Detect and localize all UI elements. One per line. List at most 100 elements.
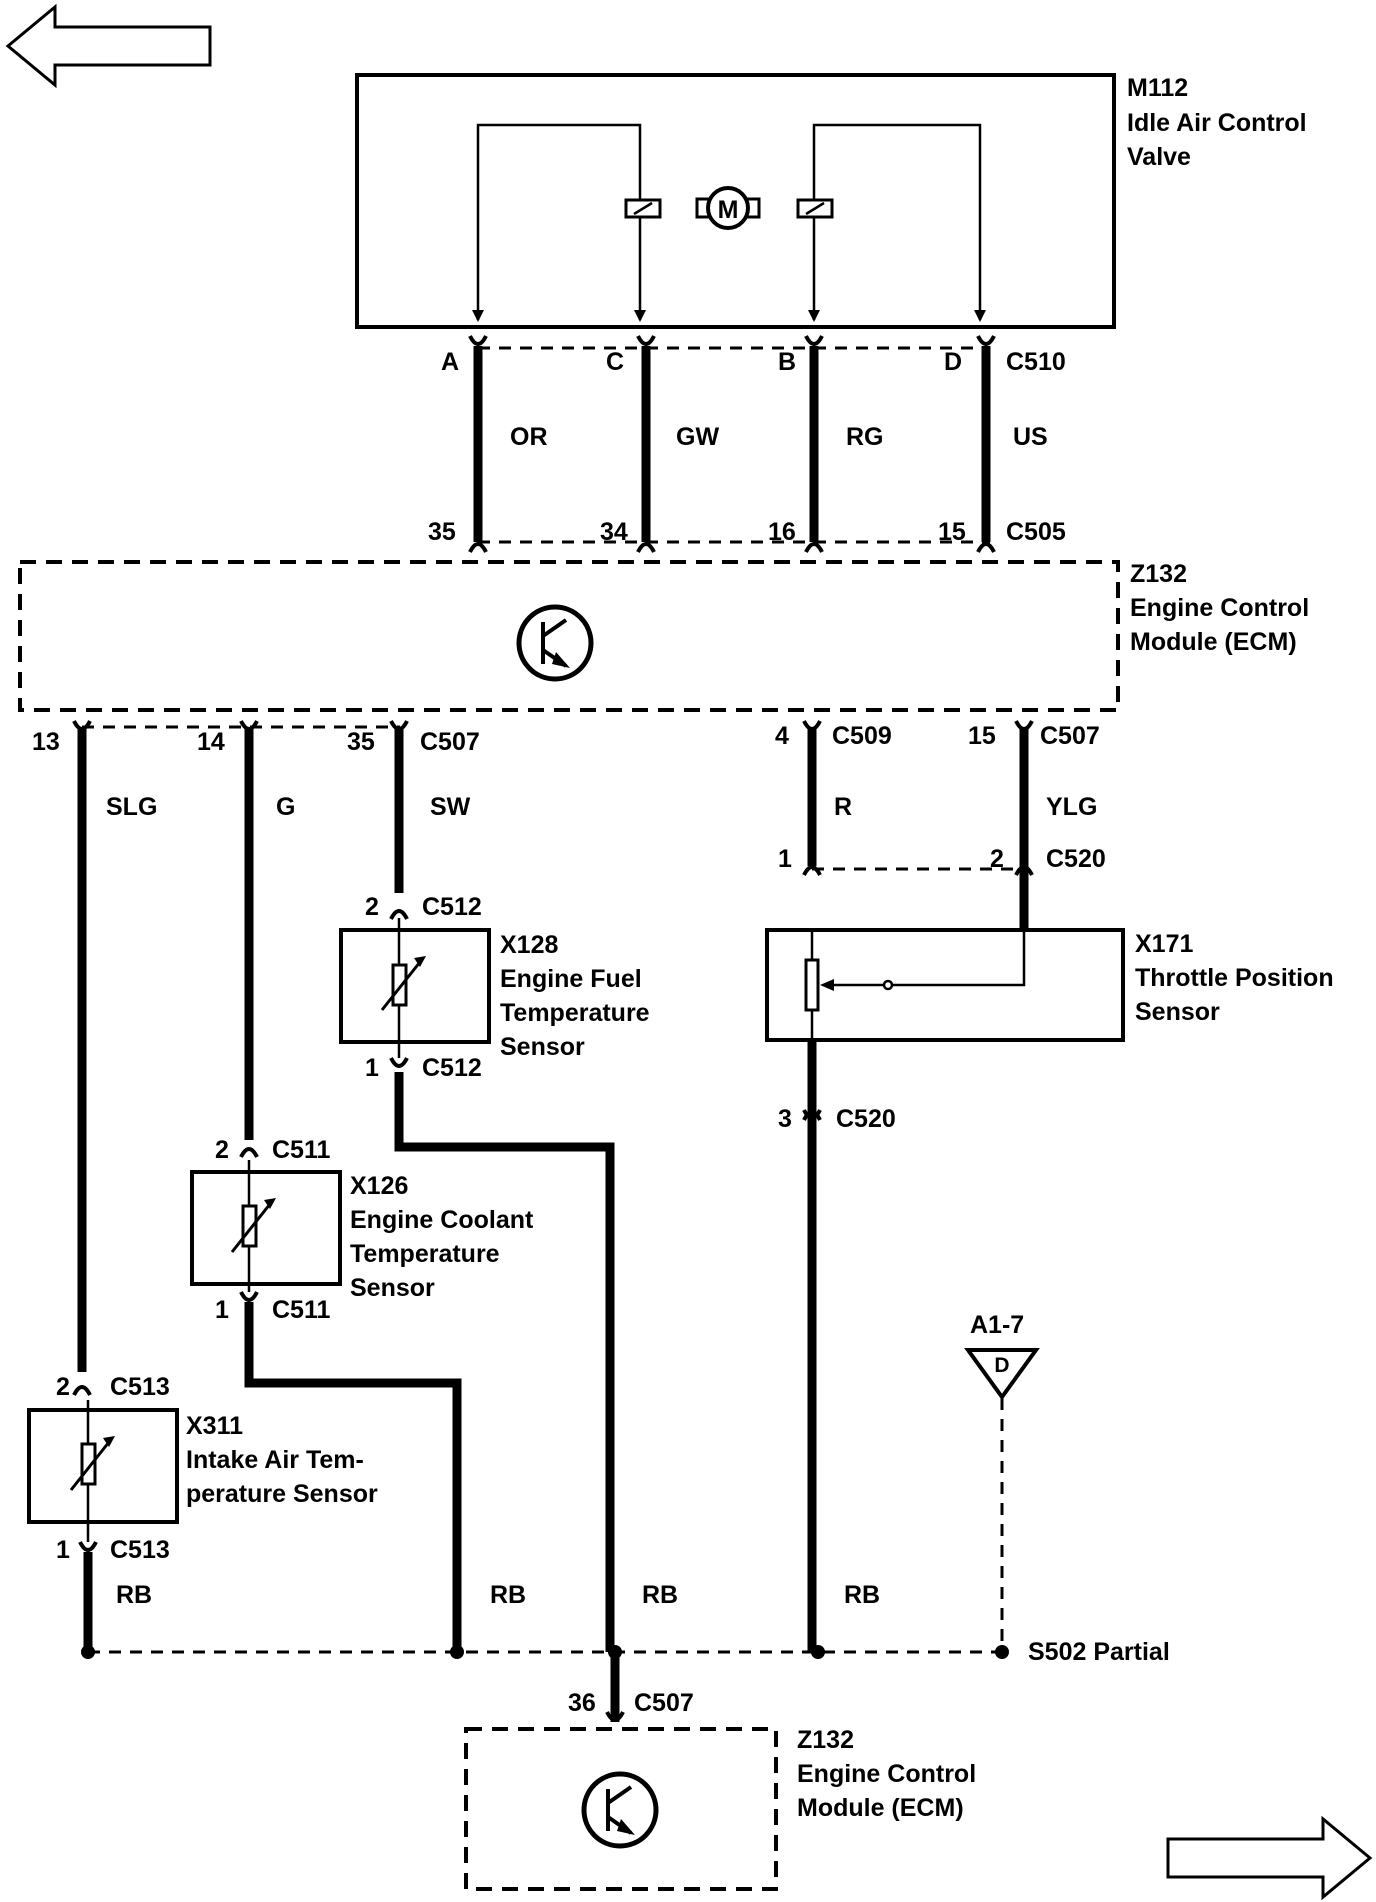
connector-label: C505: [1006, 518, 1066, 546]
wire-color-label: OR: [510, 423, 548, 451]
pin-label: 1: [778, 845, 792, 873]
wire-color-label: RB: [116, 1581, 152, 1609]
pin-label: 4: [775, 722, 789, 750]
pin-label: 34: [600, 518, 628, 546]
fuel-temp-ref: X128: [500, 931, 558, 959]
coolant-temp-ref: X126: [350, 1172, 408, 1200]
intake-air-temp-name-line1: Intake Air Tem-: [186, 1446, 364, 1474]
ecm-bottom-name-line2: Module (ECM): [797, 1794, 964, 1822]
wire-color-label: SW: [430, 793, 471, 821]
connector-label: C513: [110, 1536, 170, 1564]
wire-color-label: GW: [676, 423, 719, 451]
next-page-arrow[interactable]: [1166, 1815, 1373, 1901]
connector-label: C510: [1006, 348, 1066, 376]
pin-label: 36: [568, 1689, 596, 1717]
connector-label: C509: [832, 722, 892, 750]
c513-pin-glyphs: [72, 1385, 98, 1552]
tps-component: [765, 928, 1125, 1042]
pin-label: A: [441, 348, 459, 376]
connector-label: C512: [422, 1054, 482, 1082]
wire-color-label: G: [276, 793, 295, 821]
ecm-bottom-ref: Z132: [797, 1726, 854, 1754]
ecm-top-name-line2: Module (ECM): [1130, 628, 1297, 656]
c511-pin-glyphs: [239, 1147, 259, 1302]
pin-label: B: [778, 348, 796, 376]
coolant-temp-name-line1: Engine Coolant: [350, 1206, 534, 1234]
iacv-ref: M112: [1127, 74, 1188, 102]
iacv-name-line1: Idle Air Control: [1127, 109, 1307, 137]
coil-icon: [796, 198, 834, 219]
previous-page-arrow[interactable]: [5, 3, 212, 89]
ground-ref-triangle-icon: D: [964, 1348, 1040, 1401]
motor-icon: M: [695, 186, 761, 230]
connector-label: C520: [1046, 845, 1106, 873]
wire-color-label: SLG: [106, 793, 157, 821]
connector-label: C512: [422, 893, 482, 921]
intake-air-temp-component: [27, 1400, 179, 1542]
c510-pin-glyphs: [468, 335, 996, 553]
pin-label: 15: [938, 518, 966, 546]
iacv-component: M: [355, 73, 1116, 329]
intake-air-temp-ref: X311: [186, 1412, 243, 1440]
pin-label: 2: [365, 893, 379, 921]
pin-label: 3: [778, 1105, 792, 1133]
c520-pin-glyphs: [802, 865, 1034, 1121]
svg-text:D: D: [994, 1354, 1009, 1377]
tps-name-line2: Sensor: [1135, 998, 1220, 1026]
connector-label: C511: [272, 1136, 330, 1164]
ecm-bottom-name-line1: Engine Control: [797, 1760, 976, 1788]
iacv-name-line2: Valve: [1127, 143, 1191, 171]
connector-label: C507: [1040, 722, 1100, 750]
connector-label: C513: [110, 1373, 170, 1401]
pin-label: 2: [56, 1373, 70, 1401]
coil-icon: [624, 198, 662, 219]
circuit-wires: [77, 728, 1029, 1722]
fuel-temp-name-line1: Engine Fuel: [500, 965, 642, 993]
pin-label: 15: [968, 722, 996, 750]
pin-label: C: [606, 348, 624, 376]
pin-label: 14: [197, 728, 225, 756]
c512-pin-glyphs: [389, 909, 409, 1068]
pin-label: 2: [215, 1136, 229, 1164]
tps-name-line1: Throttle Position: [1135, 964, 1334, 992]
connector-label: C511: [272, 1296, 330, 1324]
wire-color-label: RG: [846, 423, 884, 451]
coolant-temp-component: [190, 1160, 342, 1292]
connector-label: C520: [836, 1105, 896, 1133]
wire-color-label: RB: [490, 1581, 526, 1609]
wire-color-label: RB: [844, 1581, 880, 1609]
wire-color-label: YLG: [1046, 793, 1097, 821]
fuel-temp-component: [339, 918, 491, 1058]
fuel-temp-name-line3: Sensor: [500, 1033, 585, 1061]
tps-ref: X171: [1135, 930, 1193, 958]
pin-label: 1: [365, 1054, 379, 1082]
iacv-wires: [473, 346, 991, 542]
ground-ref-label: A1-7: [970, 1311, 1024, 1339]
transistor-icon: [516, 604, 594, 682]
coolant-temp-name-line2: Temperature: [350, 1240, 500, 1268]
pin-label: 1: [215, 1296, 229, 1324]
c507-bottom-pin-glyph: [605, 1711, 625, 1722]
pin-label: 16: [768, 518, 796, 546]
wire-color-label: RB: [642, 1581, 678, 1609]
connector-label: C507: [420, 728, 480, 756]
transistor-icon: [581, 1771, 659, 1849]
ecm-bottom-component: [464, 1727, 778, 1891]
ecm-top-component: [18, 560, 1120, 712]
coolant-temp-name-line3: Sensor: [350, 1274, 435, 1302]
intake-air-temp-name-line2: perature Sensor: [186, 1480, 378, 1508]
pin-label: D: [944, 348, 962, 376]
wire-color-label: US: [1013, 423, 1048, 451]
pin-label: 35: [428, 518, 456, 546]
pin-label: 2: [990, 845, 1004, 873]
wire-color-label: R: [834, 793, 852, 821]
pin-label: 1: [56, 1536, 70, 1564]
svg-text:M: M: [718, 196, 739, 224]
pin-label: 35: [347, 728, 375, 756]
pin-label: 13: [32, 728, 60, 756]
ecm-top-name-line1: Engine Control: [1130, 594, 1309, 622]
ecm-top-ref: Z132: [1130, 560, 1187, 588]
connector-label: C507: [634, 1689, 694, 1717]
fuel-temp-name-line2: Temperature: [500, 999, 650, 1027]
